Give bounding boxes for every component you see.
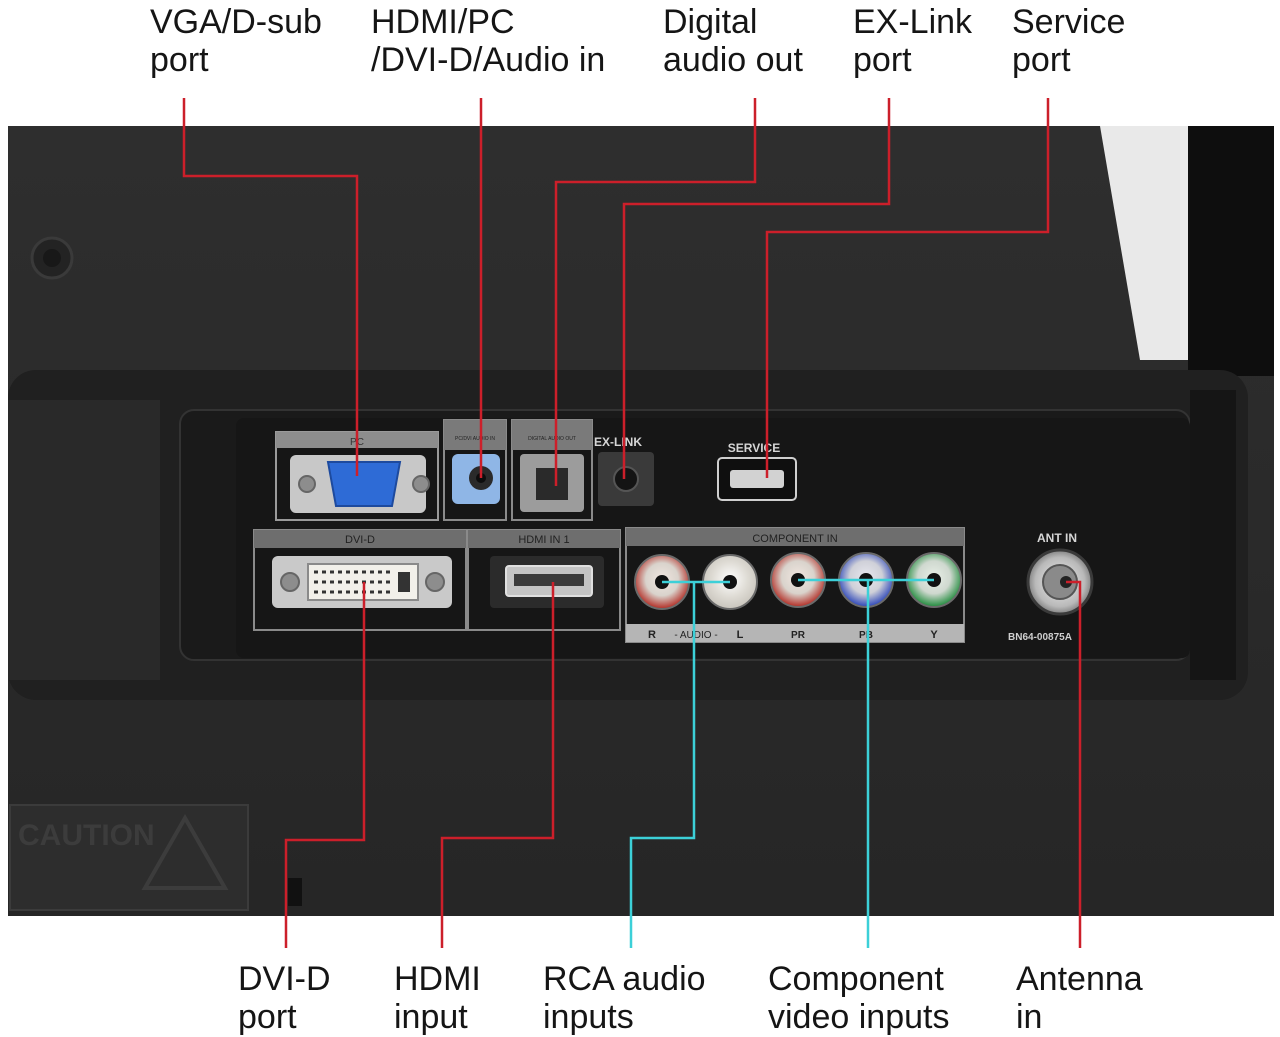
label-hdmi-pc-dvi-audio-in: HDMI/PC/DVI-D/Audio in xyxy=(371,3,606,79)
ant-in-label: ANT IN xyxy=(1037,531,1077,545)
callout-line-ex-link xyxy=(622,98,891,479)
part-number: BN64-00875A xyxy=(1008,632,1072,643)
service-port: SERVICE xyxy=(717,441,797,501)
callout-lines xyxy=(182,98,1082,948)
y-mark: Y xyxy=(930,629,938,641)
callout-line-vga xyxy=(182,98,359,476)
digital-audio-out-jack: DIGITAL AUDIO OUT xyxy=(511,419,593,521)
callout-line-dvi-d xyxy=(284,582,366,948)
audio-mark: - AUDIO - xyxy=(674,630,717,641)
hdmi-input-port: HDMI IN 1 xyxy=(467,529,621,631)
caution-sticker: CAUTION xyxy=(18,819,155,852)
audio-r-mark: R xyxy=(648,629,656,641)
hdmi-in-label: HDMI IN 1 xyxy=(518,534,569,546)
service-label: SERVICE xyxy=(728,441,780,455)
callout-line-antenna xyxy=(1066,580,1082,948)
ex-link-label: EX-LINK xyxy=(594,435,642,449)
vga-port: PC xyxy=(275,431,439,521)
callout-line-hdmi xyxy=(440,582,555,948)
dvi-d-label: DVI-D xyxy=(345,534,375,546)
connector-panel: PC PC/DVI AUDIO IN DIGITAL AUDIO OUT EX-… xyxy=(236,418,1190,658)
pc-audio-label: PC/DVI AUDIO IN xyxy=(455,436,495,442)
digital-audio-label: DIGITAL AUDIO OUT xyxy=(528,436,576,442)
ex-link-jack: EX-LINK xyxy=(594,435,654,506)
callout-line-rca-audio-drop xyxy=(629,582,696,948)
pb-mark: PB xyxy=(859,630,873,641)
callout-line-service xyxy=(765,98,1050,478)
component-in-label: COMPONENT IN xyxy=(752,533,837,545)
callout-line-digital-audio xyxy=(554,98,757,486)
pc-audio-in-jack: PC/DVI AUDIO IN xyxy=(443,419,507,521)
audio-l-mark: L xyxy=(737,629,744,641)
component-input-panel: COMPONENT IN R - AUDIO - L PR PB Y xyxy=(625,527,965,643)
pr-mark: PR xyxy=(791,630,806,641)
